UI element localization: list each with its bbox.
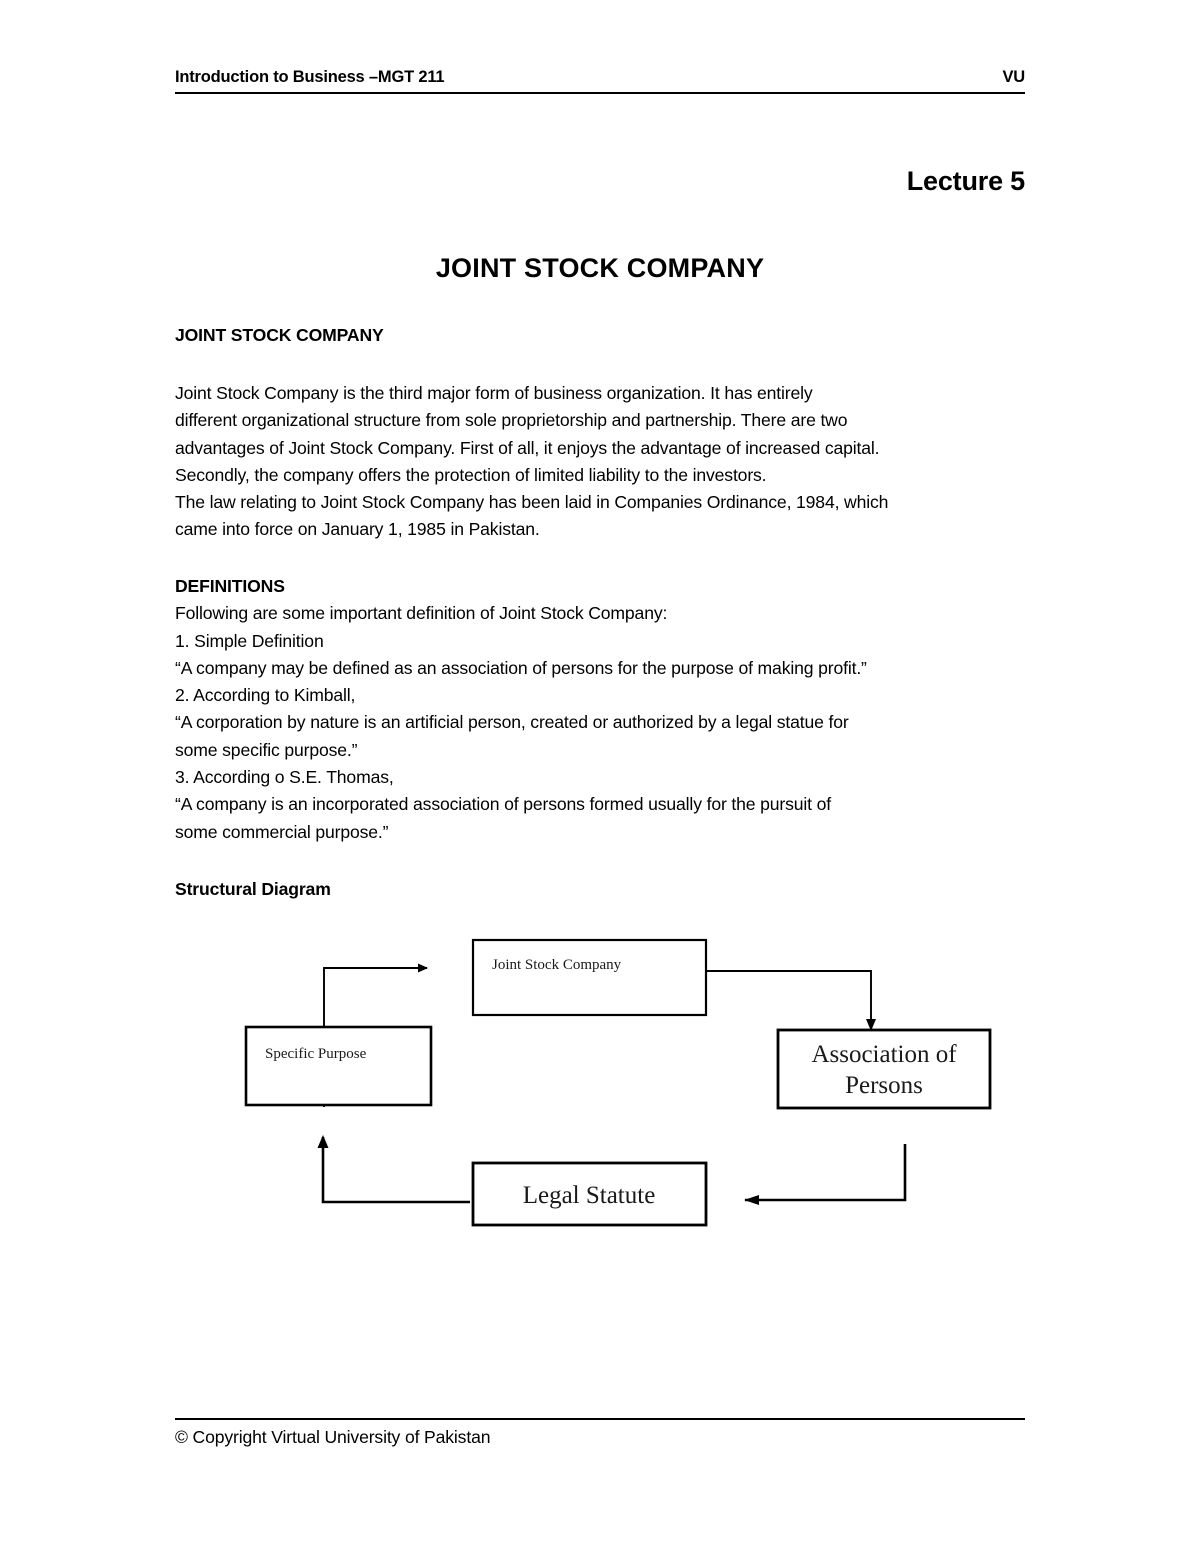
diagram-label-joint-stock-company: Joint Stock Company: [492, 957, 622, 973]
definition-item: 2. According to Kimball,: [175, 685, 356, 706]
header-institution-abbrev: VU: [1002, 68, 1025, 86]
diagram-label-specific-purpose: Specific Purpose: [265, 1046, 367, 1062]
definitions-intro: Following are some important definition …: [175, 603, 668, 624]
definition-item: 3. According o S.E. Thomas,: [175, 767, 394, 788]
paragraph-line: Joint Stock Company is the third major f…: [175, 383, 813, 403]
diagram-canvas: Joint Stock Company Specific Purpose Ass…: [244, 938, 992, 1227]
structural-diagram: Joint Stock Company Specific Purpose Ass…: [180, 915, 1025, 1260]
paragraph-line: The law relating to Joint Stock Company …: [175, 492, 889, 513]
structural-heading-text: Structural Diagram: [175, 879, 331, 899]
definition-item: “A company may be defined as an associat…: [175, 657, 867, 678]
paragraph-line: Secondly, the company offers the protect…: [175, 464, 767, 485]
definitions-section: DEFINITIONS Following are some important…: [175, 573, 1027, 846]
running-header: Introduction to Business –MGT 211 VU: [175, 68, 1025, 94]
header-rule: [175, 92, 1025, 94]
lecture-number: Lecture 5: [906, 166, 1025, 196]
diagram-label-association-of-persons-line1: Association of: [811, 1041, 957, 1068]
definition-item: 1. Simple Definition: [175, 630, 324, 651]
diagram-node-joint-stock-company: [471, 938, 708, 1017]
arrow-association-of-persons-to-legal-statute: [744, 1144, 907, 1205]
definition-item: “A corporation by nature is an artificia…: [175, 712, 849, 733]
structural-diagram-heading: Structural Diagram: [175, 876, 1027, 903]
footer-copyright: © Copyright Virtual University of Pakist…: [175, 1427, 491, 1447]
jsc-paragraph: Joint Stock Company is the third major f…: [175, 380, 1027, 544]
diagram-label-legal-statute: Legal Statute: [523, 1182, 656, 1209]
footer-rule: [175, 1418, 1025, 1420]
definition-item: “A company is an incorporated associatio…: [175, 794, 832, 815]
diagram-node-legal-statute: [471, 1161, 708, 1227]
paragraph-line: came into force on January 1, 1985 in Pa…: [175, 519, 540, 540]
diagram-node-specific-purpose: [244, 1025, 433, 1107]
page-title: JOINT STOCK COMPANY: [435, 253, 765, 283]
definitions-heading: DEFINITIONS: [175, 576, 285, 596]
diagram-node-association-of-persons: [776, 1028, 992, 1110]
definition-item: some specific purpose.”: [175, 739, 358, 760]
paragraph-line: advantages of Joint Stock Company. First…: [175, 437, 880, 458]
jsc-heading-text: JOINT STOCK COMPANY: [175, 325, 384, 345]
diagram-label-association-of-persons-line2: Persons: [845, 1072, 923, 1099]
definition-item: some commercial purpose.”: [175, 821, 389, 842]
header-course-title: Introduction to Business –MGT 211: [175, 68, 445, 86]
arrow-joint-stock-company-to-association-of-persons: [707, 970, 876, 1031]
arrow-legal-statute-to-specific-purpose: [317, 1135, 470, 1204]
section-heading-joint-stock-company: JOINT STOCK COMPANY: [175, 322, 1027, 349]
paragraph-line: different organizational structure from …: [175, 410, 848, 431]
